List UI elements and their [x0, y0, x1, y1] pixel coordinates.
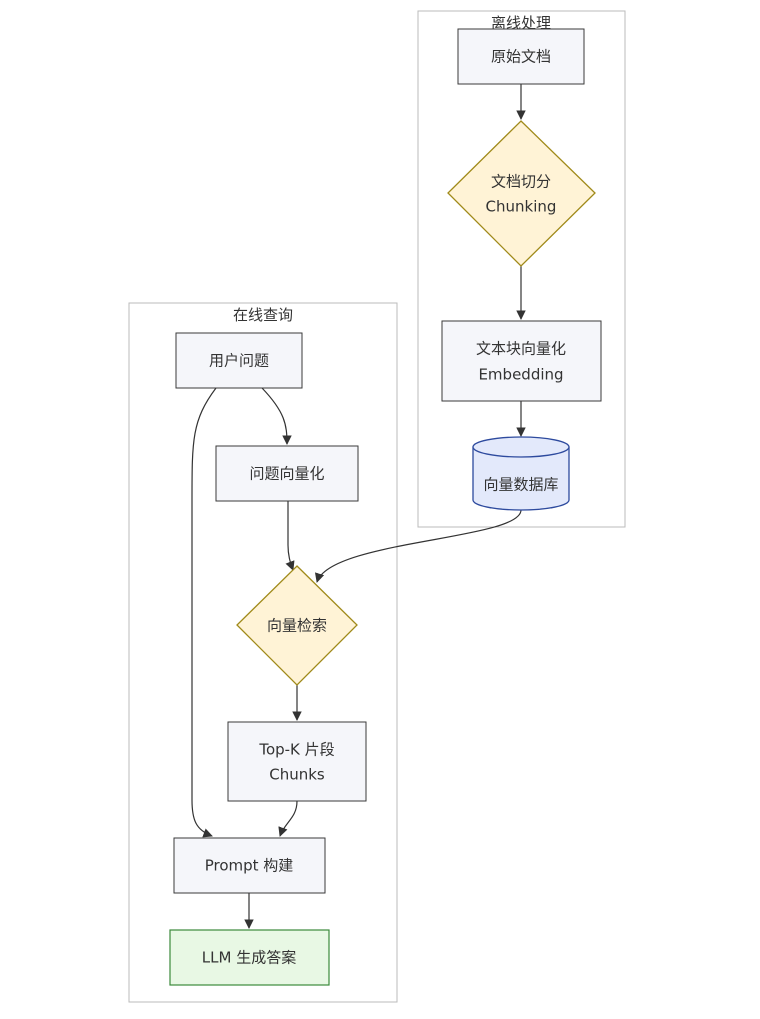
node-chunking-label-2: Chunking — [486, 198, 557, 216]
cluster-online-title: 在线查询 — [233, 306, 293, 324]
node-raw-docs-label: 原始文档 — [491, 48, 551, 66]
node-chunking-diamond — [447, 120, 596, 267]
node-user-question-label: 用户问题 — [209, 352, 269, 370]
edge-db-to-search — [315, 509, 522, 583]
node-chunking[interactable]: 文档切分 Chunking — [447, 120, 596, 267]
node-topk-label-2: Chunks — [269, 766, 325, 784]
node-topk[interactable]: Top-K 片段 Chunks — [227, 721, 367, 802]
node-embedding-label-2: Embedding — [478, 366, 563, 384]
cluster-offline-title: 离线处理 — [491, 14, 551, 32]
node-embedding-label-1: 文本块向量化 — [476, 340, 566, 358]
node-user-question-box — [175, 332, 303, 389]
node-embedding-box — [441, 320, 602, 402]
node-question-embed-box — [215, 445, 359, 502]
node-prompt-build-label: Prompt 构建 — [205, 857, 294, 875]
node-llm-answer[interactable]: LLM 生成答案 — [169, 929, 330, 986]
edge-question-to-embed — [261, 387, 292, 445]
node-question-embed[interactable]: 问题向量化 — [215, 445, 359, 502]
node-vector-search-diamond — [236, 565, 358, 686]
node-embedding[interactable]: 文本块向量化 Embedding — [441, 320, 602, 402]
node-llm-answer-box — [169, 929, 330, 986]
cluster-online-frame — [128, 302, 398, 1003]
node-llm-answer-label: LLM 生成答案 — [202, 949, 296, 967]
node-topk-label-1: Top-K 片段 — [258, 741, 334, 759]
cluster-online: 在线查询 — [128, 302, 398, 1003]
node-prompt-build[interactable]: Prompt 构建 — [173, 837, 326, 894]
node-vector-db-body — [472, 447, 570, 511]
node-vector-db[interactable]: 向量数据库 — [472, 436, 570, 511]
node-vector-search-label: 向量检索 — [267, 617, 327, 635]
node-raw-docs[interactable]: 原始文档 — [457, 28, 585, 85]
edge-topk-to-prompt — [278, 800, 298, 837]
node-vector-db-top — [472, 436, 570, 458]
edge-question-to-prompt — [191, 387, 217, 838]
node-topk-box — [227, 721, 367, 802]
node-chunking-label-1: 文档切分 — [491, 173, 551, 191]
node-user-question[interactable]: 用户问题 — [175, 332, 303, 389]
node-vector-search[interactable]: 向量检索 — [236, 565, 358, 686]
node-question-embed-label: 问题向量化 — [249, 465, 324, 483]
node-raw-docs-box — [457, 28, 585, 85]
edge-embed-to-search — [285, 501, 295, 571]
node-vector-db-label: 向量数据库 — [483, 476, 558, 494]
node-prompt-build-box — [173, 837, 326, 894]
edges — [191, 84, 526, 929]
